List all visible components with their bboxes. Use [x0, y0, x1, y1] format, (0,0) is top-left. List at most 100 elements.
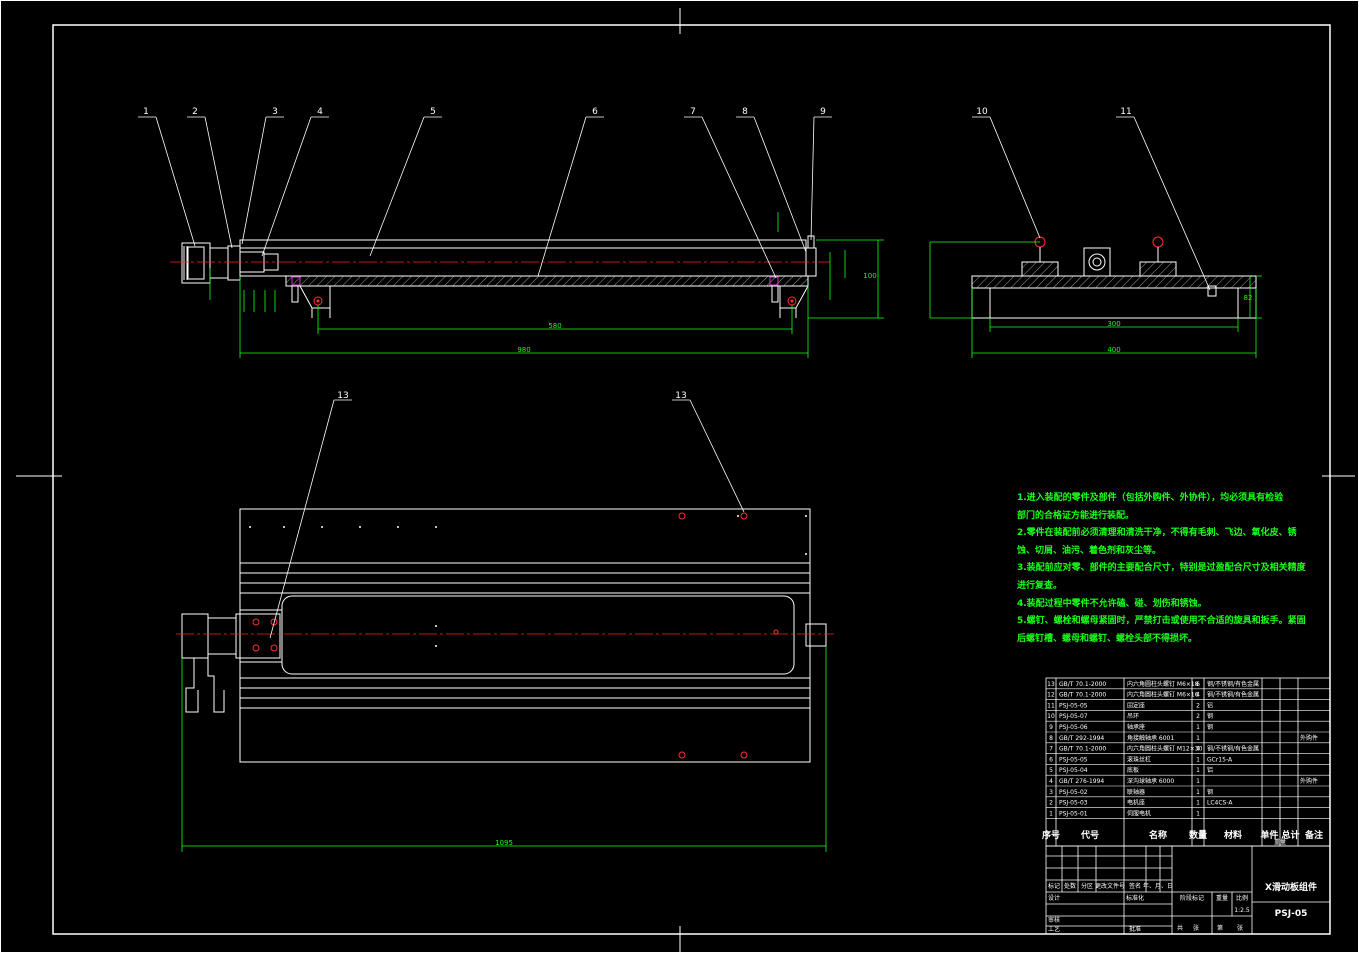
dim-top-length: 1095	[495, 839, 513, 847]
bom-cell-code: PSJ-05-05	[1059, 756, 1088, 763]
bom-cell-qty: 1	[1196, 735, 1200, 742]
bom-cell-qty: 6	[1196, 681, 1200, 688]
bom-cell-material: 铝	[1207, 701, 1213, 709]
bom-header-name: 名称	[1149, 829, 1167, 841]
bom-cell-no: 2	[1049, 800, 1053, 807]
balloon-3: 3	[272, 107, 278, 117]
bom-cell-code: PSJ-05-03	[1059, 800, 1088, 807]
bom-cell-qty: 1	[1196, 778, 1200, 785]
bom-cell-qty: 4	[1196, 746, 1200, 753]
bom-cell-name: 内六角圆柱头螺钉 M6×18	[1127, 680, 1199, 688]
bom-cell-qty: 1	[1196, 756, 1200, 763]
title-block-label: 年、月、日	[1143, 882, 1173, 890]
note-line: 4.装配过程中零件不允许磕、碰、划伤和锈蚀。	[1017, 598, 1207, 609]
dim-front-length: 980	[517, 346, 530, 354]
bom-cell-no: 12	[1047, 692, 1055, 699]
title-block-label: 审核	[1048, 916, 1060, 924]
bom-cell-material: GCr15-A	[1207, 756, 1233, 763]
side-leaders	[972, 116, 1211, 291]
bom-cell-code: PSJ-05-01	[1059, 810, 1088, 817]
bom-cell-code: GB/T 70.1-2000	[1059, 746, 1106, 753]
bom-cell-qty: 1	[1196, 800, 1200, 807]
title-block-label: 张	[1237, 924, 1243, 932]
bom-cell-name: 角接触轴承 6001	[1127, 734, 1174, 742]
top-view-holes	[249, 515, 807, 647]
sheet-inner-frame	[52, 24, 1331, 935]
dim-side-width: 400	[1107, 346, 1120, 354]
title-block-label: 处数	[1064, 882, 1076, 890]
bom-cell-qty: 1	[1196, 810, 1200, 817]
title-block-label: 比例	[1236, 894, 1248, 902]
bom-table	[1045, 677, 1331, 847]
bom-cell-code: GB/T 70.1-2000	[1059, 681, 1106, 688]
title-block-label: 第	[1217, 924, 1223, 932]
bom-header-qty: 数量	[1189, 829, 1207, 841]
balloon-1: 1	[143, 107, 149, 117]
bom-cell-no: 8	[1049, 735, 1053, 742]
title-block-label: 标记	[1048, 882, 1060, 890]
servo-motor	[181, 242, 211, 284]
front-dimensions	[209, 212, 884, 358]
bom-cell-no: 5	[1049, 767, 1053, 774]
guide-base	[285, 275, 809, 287]
note-line: 2.零件在装配前必须清理和清洗干净，不得有毛刺、飞边、氧化皮、锈	[1017, 528, 1297, 539]
top-view-screws	[252, 512, 779, 759]
balloon-8: 8	[742, 107, 748, 117]
title-block-label: 更改文件号	[1095, 882, 1125, 890]
bom-cell-material: 钢/不锈钢/有色金属	[1207, 745, 1259, 753]
title-block-label: 标准化	[1126, 894, 1144, 902]
bom-cell-material: 钢/不锈钢/有色金属	[1207, 680, 1259, 688]
bom-cell-material: 钢	[1207, 712, 1213, 720]
bom-cell-code: PSJ-05-06	[1059, 724, 1088, 731]
bom-header-unit: 单件 总计	[1260, 829, 1299, 841]
title-block-label: 阶段标记	[1180, 894, 1204, 902]
bom-cell-qty: 4	[1196, 692, 1200, 699]
dim-front-inner: 580	[548, 322, 561, 330]
motor-mount	[227, 245, 241, 281]
front-view	[181, 235, 817, 318]
balloon-13a: 13	[337, 391, 348, 401]
bom-cell-material: LC4CS-A	[1207, 800, 1233, 807]
title-block	[1045, 845, 1331, 935]
note-line: 3.装配前应对零、部件的主要配合尺寸，特别是过盈配合尺寸及相关精度	[1017, 563, 1306, 574]
title-block-label: 设计	[1048, 894, 1060, 902]
balloon-9: 9	[820, 107, 826, 117]
bom-cell-name: 吊环	[1127, 713, 1139, 720]
note-line: 5.螺钉、螺栓和螺母紧固时，严禁打击或使用不合适的旋具和扳手。紧固	[1017, 616, 1306, 627]
bom-cell-name: 深沟球轴承 6000	[1127, 777, 1174, 785]
top-dimensions	[181, 646, 827, 852]
balloon-11: 11	[1120, 107, 1131, 117]
centering-marks	[16, 8, 1355, 952]
bom-cell-code: PSJ-05-02	[1059, 789, 1088, 796]
bom-cell-name: 固定座	[1127, 701, 1145, 709]
bom-cell-note: 外购件	[1300, 734, 1318, 742]
bom-cell-material: 钢	[1207, 788, 1213, 796]
balloon-4: 4	[317, 107, 323, 117]
bom-cell-qty: 1	[1196, 767, 1200, 774]
bom-cell-no: 3	[1049, 789, 1053, 796]
bom-cell-qty: 1	[1196, 724, 1200, 731]
bom-cell-no: 6	[1049, 756, 1053, 763]
bom-cell-qty: 1	[1196, 789, 1200, 796]
bom-cell-no: 1	[1049, 810, 1053, 817]
top-leaders	[269, 399, 745, 639]
bom-cell-name: 联轴器	[1127, 788, 1145, 796]
bom-cell-material: 铝	[1207, 766, 1213, 774]
drawing-number: PSJ-05	[1275, 909, 1308, 919]
note-line: 蚀、切屑、油污、着色剂和灰尘等。	[1017, 545, 1162, 556]
bom-cell-name: 轴承座	[1127, 723, 1145, 731]
bom-cell-code: GB/T 292-1994	[1059, 735, 1104, 742]
bom-cell-note: 外购件	[1300, 777, 1318, 785]
title-block-label: 共	[1177, 924, 1183, 932]
bom-cell-name: 滚珠丝杠	[1127, 755, 1151, 763]
bom-cell-qty: 2	[1196, 702, 1200, 709]
dim-front-height: 100	[863, 272, 876, 280]
bom-cell-code: GB/T 70.1-2000	[1059, 692, 1106, 699]
bom-header-note: 备注	[1304, 829, 1323, 841]
bom-cell-name: 伺服电机	[1127, 809, 1151, 817]
drawing-scale: 1:2.5	[1234, 907, 1250, 914]
balloon-2: 2	[192, 107, 198, 117]
bom-cell-material: 钢/不锈钢/有色金属	[1207, 691, 1259, 699]
